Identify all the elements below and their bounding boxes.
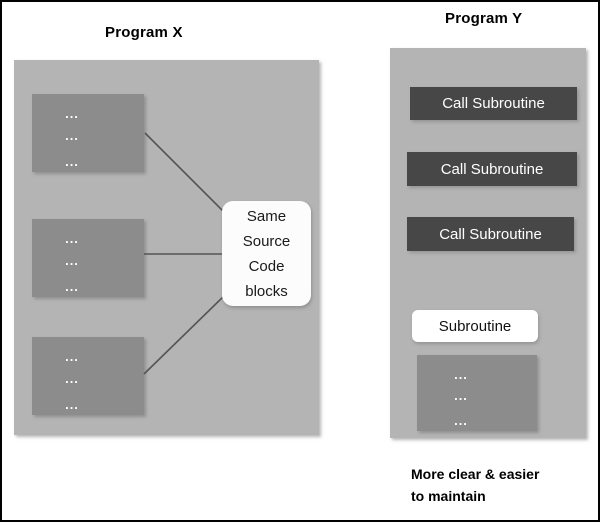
subroutine-code-block: ... ... ...	[417, 355, 537, 431]
code-dots-row: ...	[65, 231, 79, 247]
caption-line-2: to maintain	[411, 488, 486, 504]
subroutine-label-box: Subroutine	[412, 310, 538, 342]
program-x-code-block-2: ... ... ...	[32, 219, 144, 297]
program-x-code-block-1: ... ... ...	[32, 94, 144, 172]
code-dots-row: ...	[65, 396, 79, 412]
callout-line-1: Same	[246, 207, 287, 225]
program-x-code-block-3: ... ... ...	[32, 337, 144, 415]
program-y-title: Program Y	[445, 10, 523, 27]
code-dots-row: ...	[65, 253, 79, 268]
code-dots-row: ...	[65, 153, 79, 169]
code-dots-row: ...	[65, 349, 79, 365]
code-dots-row: ...	[65, 371, 79, 386]
code-dots-row: ...	[65, 128, 79, 143]
callout-line-2: Source	[242, 232, 291, 250]
caption-line-1: More clear & easier	[411, 466, 540, 482]
call-subroutine-box-3: Call Subroutine	[407, 217, 574, 251]
same-source-code-callout: Same Source Code blocks	[222, 201, 311, 306]
code-dots-row: ...	[454, 388, 468, 403]
diagram-caption: More clear & easier to maintain	[411, 463, 591, 507]
code-dots-row: ...	[65, 106, 79, 122]
code-dots-row: ...	[454, 366, 468, 382]
call-subroutine-box-1: Call Subroutine	[410, 87, 577, 120]
callout-line-4: blocks	[245, 282, 288, 300]
callout-line-3: Code	[248, 257, 285, 275]
program-x-title: Program X	[105, 24, 183, 41]
call-subroutine-box-2: Call Subroutine	[407, 152, 577, 186]
code-dots-row: ...	[65, 278, 79, 294]
code-dots-row: ...	[454, 413, 468, 429]
